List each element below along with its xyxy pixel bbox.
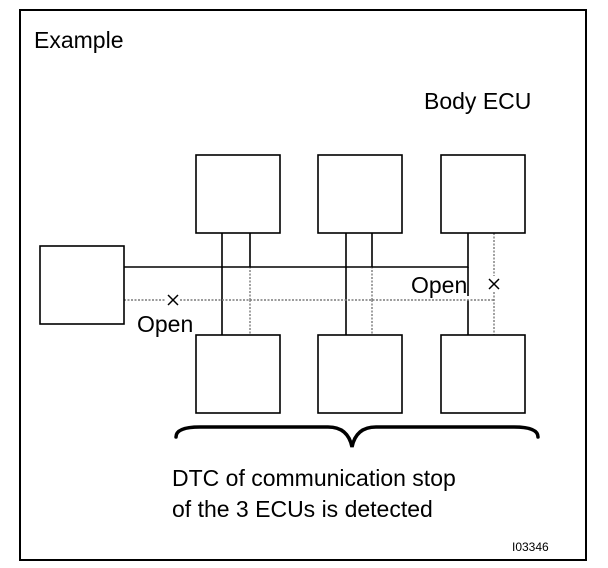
ecu-box-left [39,245,125,325]
ecu-box-bottom-2 [317,334,403,414]
open-label-left: Open [137,311,193,337]
body-ecu-box [440,154,526,234]
curly-brace-icon [174,425,540,448]
ecu-box-bottom-1 [195,334,281,414]
ecu-box-bottom-3 [440,334,526,414]
cross-mark-icon [488,278,500,290]
figure-code: I03346 [512,540,549,554]
ecu-box-top-2 [317,154,403,234]
caption-line-2: of the 3 ECUs is detected [172,496,433,522]
example-label: Example [34,27,123,53]
open-label-right: Open [411,272,467,298]
caption-line-1: DTC of communication stop [172,465,456,491]
dotted-bus-line [124,233,495,335]
cross-mark-icon [167,294,179,306]
body-ecu-label: Body ECU [424,88,531,114]
diagram-frame [19,9,587,561]
ecu-box-top-1 [195,154,281,234]
solid-bus-line [124,233,469,335]
